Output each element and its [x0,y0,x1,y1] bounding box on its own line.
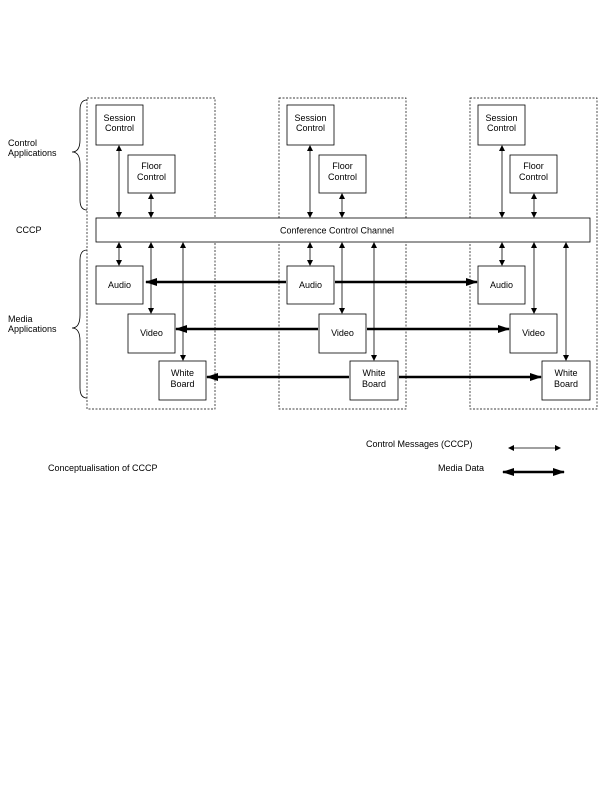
session-control-label-line2: Control [487,123,516,133]
legend-control-messages-label: Control Messages (CCCP) [366,439,473,449]
site-frame-2 [278,97,407,410]
session-control-box [477,104,526,146]
media-applications-label-line1: Media [8,314,33,324]
control-applications-brace [71,99,88,211]
site-3: Session Control Floor Control Audio Vide… [477,104,591,401]
whiteboard-label-line2: Board [362,379,386,389]
floor-control-label-line2: Control [328,172,357,182]
figure-caption: Conceptualisation of CCCP [48,463,158,473]
session-control-label-line2: Control [296,123,325,133]
audio-box [286,265,335,305]
session-control-label-line2: Control [105,123,134,133]
floor-control-label-line2: Control [519,172,548,182]
cccp-label: CCCP [16,225,42,235]
conference-control-channel-label: Conference Control Channel [280,226,394,236]
audio-label: Audio [490,280,513,290]
whiteboard-label-line2: Board [554,379,578,389]
whiteboard-label-line2: Board [170,379,194,389]
legend-media-data-label: Media Data [438,463,484,473]
control-applications-label-line2: Applications [8,148,57,158]
floor-control-label-line1: Floor [141,161,162,171]
floor-control-label-line1: Floor [523,161,544,171]
floor-control-box [318,154,367,194]
site-frame-1 [86,97,216,410]
audio-label: Audio [108,280,131,290]
conference-control-channel [95,217,591,243]
whiteboard-label-line1: White [171,368,194,378]
session-control-label-line1: Session [485,113,517,123]
whiteboard-box [541,360,591,401]
floor-control-box [509,154,558,194]
session-control-box [95,104,144,146]
site-1: Session Control Floor Control Audio Vide… [95,104,207,401]
session-control-box [286,104,335,146]
session-control-label-line1: Session [294,113,326,123]
video-label: Video [522,328,545,338]
media-applications-label-line2: Applications [8,324,57,334]
site-2: Session Control Floor Control Audio Vide… [286,104,399,401]
video-label: Video [140,328,163,338]
floor-control-label-line1: Floor [332,161,353,171]
audio-label: Audio [299,280,322,290]
audio-box [95,265,144,305]
whiteboard-label-line1: White [362,368,385,378]
floor-control-box [127,154,176,194]
video-box [509,313,558,354]
whiteboard-box [158,360,207,401]
whiteboard-box [349,360,399,401]
video-box [127,313,176,354]
video-label: Video [331,328,354,338]
audio-box [477,265,526,305]
media-applications-brace [71,249,88,399]
site-frame-3 [469,97,598,410]
video-box [318,313,367,354]
whiteboard-label-line1: White [554,368,577,378]
control-applications-label-line1: Control [8,138,37,148]
floor-control-label-line2: Control [137,172,166,182]
session-control-label-line1: Session [103,113,135,123]
